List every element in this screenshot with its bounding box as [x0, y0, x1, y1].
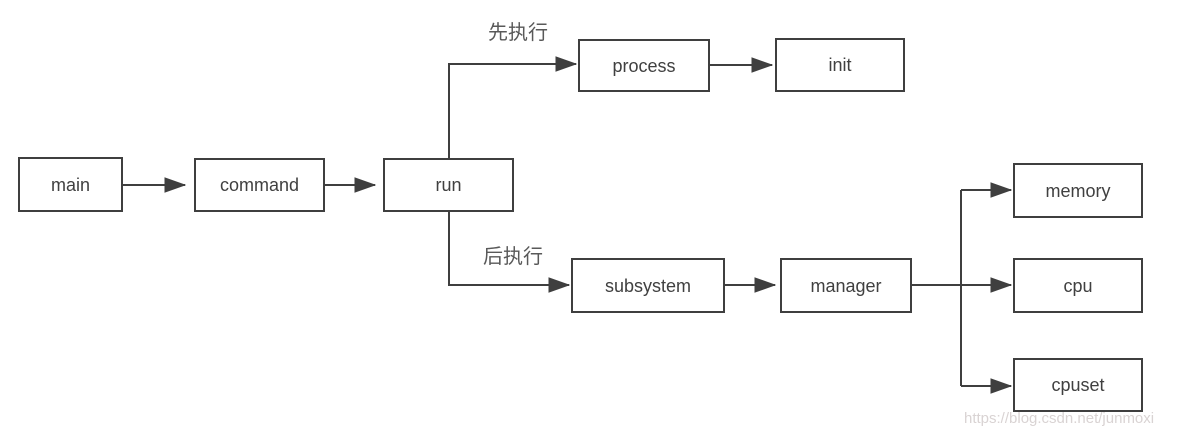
- edge-run-subsystem: [448, 212, 569, 285]
- node-init: init: [775, 38, 905, 92]
- watermark-text: https://blog.csdn.net/junmoxi: [964, 410, 1155, 427]
- node-memory: memory: [1013, 163, 1143, 218]
- edge-run-process: [448, 64, 576, 158]
- node-manager: manager: [780, 258, 912, 313]
- edge-label-execute-first: 先执行: [488, 22, 548, 44]
- node-run-label: run: [435, 175, 462, 195]
- node-main-label: main: [50, 174, 90, 195]
- node-process-label: process: [612, 55, 676, 76]
- node-init-label: init: [828, 55, 852, 75]
- node-memory-label: memory: [1045, 180, 1111, 201]
- node-cpuset: cpuset: [1013, 358, 1143, 412]
- node-subsystem: subsystem: [571, 258, 725, 313]
- node-cpuset-label: cpuset: [1051, 375, 1105, 395]
- node-cpu: cpu: [1013, 258, 1143, 313]
- edge-label-execute-later: 后执行: [483, 246, 543, 268]
- node-main: main: [18, 157, 123, 212]
- node-subsystem-label: subsystem: [604, 275, 692, 296]
- node-command: command: [194, 158, 325, 212]
- node-cpu-label: cpu: [1063, 275, 1093, 296]
- node-process: process: [578, 39, 710, 92]
- node-run: run: [383, 158, 514, 212]
- node-manager-label: manager: [810, 275, 882, 296]
- node-command-label: command: [219, 175, 300, 195]
